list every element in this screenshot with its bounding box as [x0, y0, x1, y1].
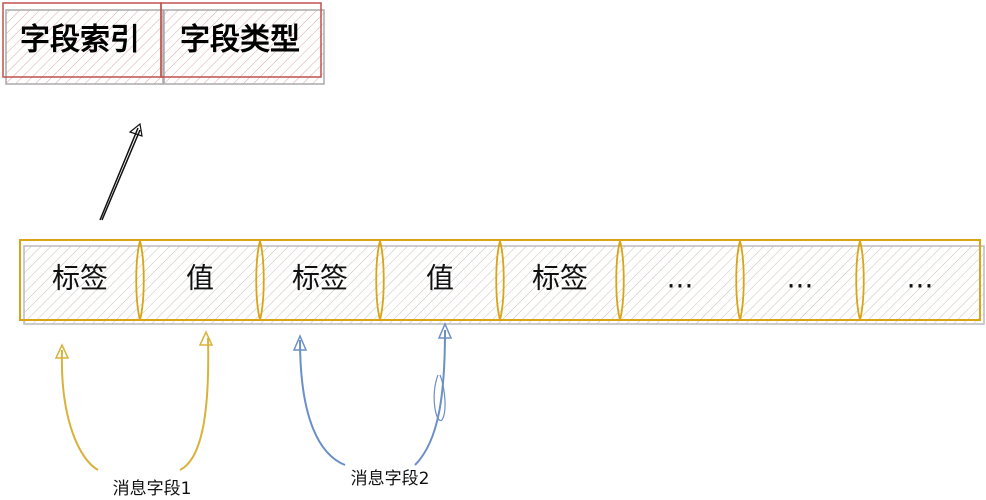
- message-cell: ...: [615, 240, 694, 321]
- cell-label: 标签: [532, 262, 588, 295]
- message-cell: 标签: [52, 262, 108, 295]
- cell-label: 标签: [292, 262, 348, 295]
- message-cell: 值: [375, 240, 454, 321]
- message-field-1-label: 消息字段1: [113, 479, 192, 499]
- arrow-to-header: [99, 122, 143, 221]
- cell-label: ...: [667, 262, 694, 295]
- header-field-index-box: 字段索引: [2, 2, 164, 85]
- message-cell: ...: [855, 240, 934, 321]
- message-cell: 标签: [495, 240, 588, 321]
- message-cell: ...: [735, 240, 814, 321]
- field-index-label: 字段索引: [20, 23, 140, 58]
- message-bar: 标签 值 标签 值 标签.........: [19, 239, 985, 325]
- message-cell: 值: [135, 240, 214, 321]
- message-field-2-arrows: [292, 322, 453, 466]
- cell-divider: [735, 240, 745, 321]
- cell-label: 值: [426, 262, 454, 295]
- header-field-type-box: 字段类型: [160, 2, 325, 85]
- cell-divider: [375, 240, 385, 321]
- field-type-label: 字段类型: [180, 23, 300, 58]
- cell-divider: [255, 240, 265, 321]
- cell-divider: [495, 240, 505, 321]
- cell-divider: [855, 240, 865, 321]
- cell-divider: [615, 240, 625, 321]
- cell-label: ...: [787, 262, 814, 295]
- cell-label: ...: [907, 262, 934, 295]
- message-field-1-arrows: [54, 330, 214, 471]
- message-cell: 标签: [255, 240, 348, 321]
- cell-label: 值: [186, 262, 214, 295]
- cell-divider: [135, 240, 145, 321]
- message-field-2-label: 消息字段2: [351, 469, 430, 489]
- cell-label: 标签: [52, 262, 108, 295]
